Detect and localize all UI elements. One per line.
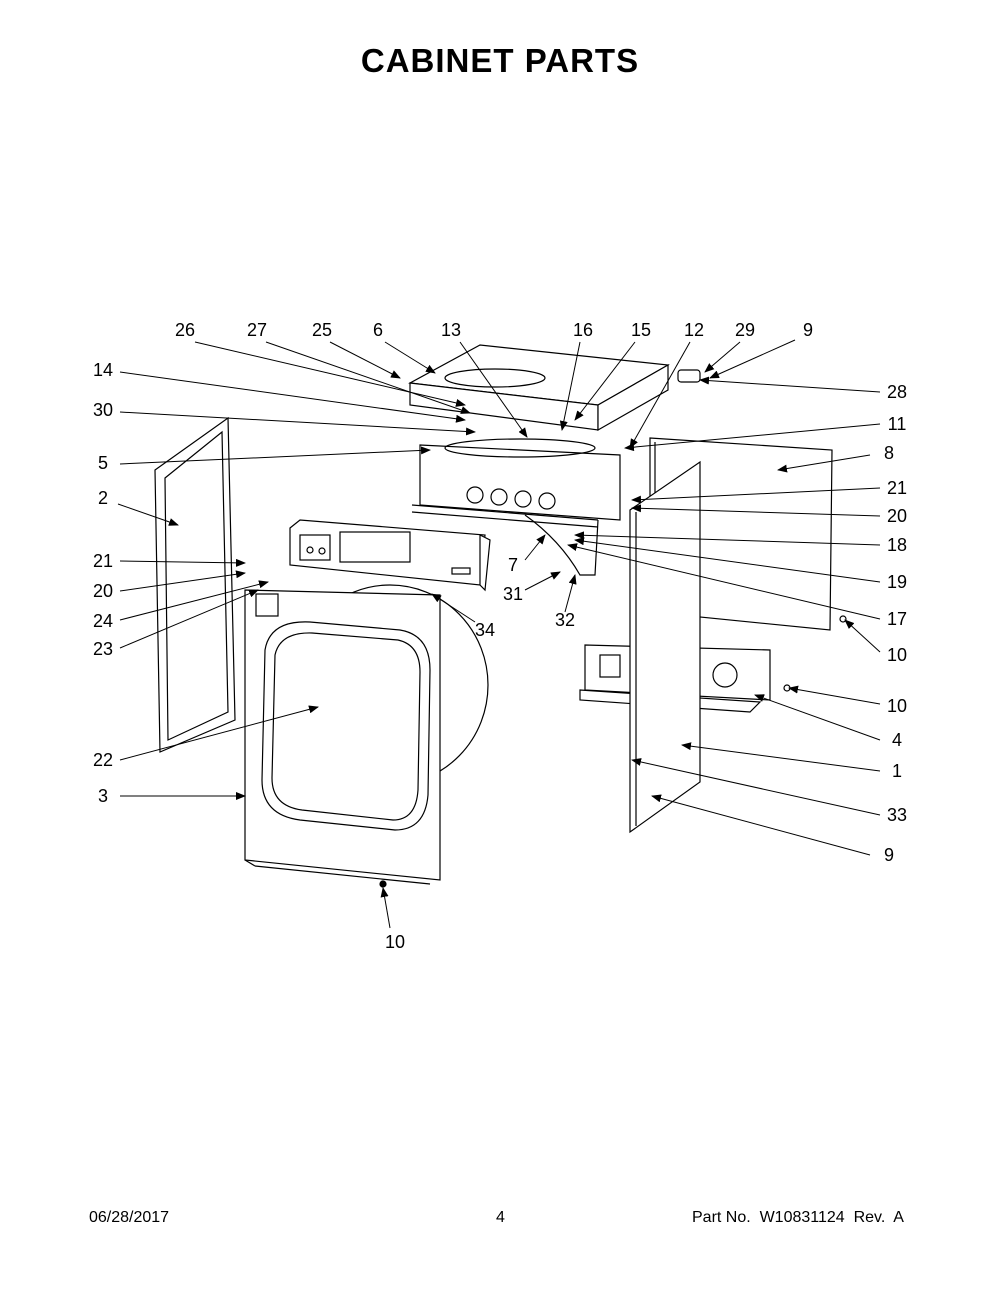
side-panel-drawing (629, 460, 701, 834)
callout-label-3: 3 (98, 786, 108, 806)
callout-label-27: 27 (247, 320, 267, 340)
callout-leader-line (631, 758, 881, 816)
callout-leader-line (704, 341, 741, 373)
callout-leader-line (119, 580, 269, 621)
callout-label-7: 7 (508, 555, 518, 575)
callout-label-14: 14 (93, 360, 113, 380)
callout-leader-line (651, 794, 871, 856)
callout-leader-line (431, 593, 476, 623)
callout-label-23: 23 (93, 639, 113, 659)
callout-leader-line (119, 705, 319, 761)
callout-label-13: 13 (441, 320, 461, 340)
callout-leader-line (777, 454, 871, 473)
callout-leader-line (754, 694, 881, 741)
callout-label-11: 11 (888, 414, 907, 434)
callout-label-26: 26 (175, 320, 195, 340)
callout-leader-line (119, 411, 476, 436)
callout-label-6: 6 (373, 320, 383, 340)
callout-label-8: 8 (884, 443, 894, 463)
part-drawings (154, 344, 847, 888)
callout-leader-line (631, 504, 881, 517)
callout-leader-line (119, 570, 246, 592)
control-panel-drawing (289, 519, 491, 592)
callout-leader-line (119, 446, 431, 465)
footer-part-number: Part No. W10831124 Rev. A (692, 1209, 904, 1226)
bracket-28-drawing (677, 369, 701, 383)
top-panel-drawing (408, 344, 670, 432)
callout-leader-line (574, 341, 636, 421)
callout-label-32: 32 (555, 610, 575, 630)
callout-label-18: 18 (887, 535, 907, 555)
callout-leader-line (681, 742, 881, 772)
screw-drawing (839, 615, 847, 623)
callout-leader-line (117, 503, 179, 526)
callout-label-24: 24 (93, 611, 113, 631)
callout-label-28: 28 (887, 382, 907, 402)
callout-leader-line (119, 558, 246, 567)
callout-leader-line (524, 571, 561, 591)
callout-label-16: 16 (573, 320, 593, 340)
callout-leader-line (844, 619, 881, 653)
callout-label-20: 20 (93, 581, 113, 601)
callout-label-19: 19 (887, 572, 907, 592)
callout-label-2: 2 (98, 488, 108, 508)
callout-leader-line (629, 341, 691, 449)
callout-label-20: 20 (887, 506, 907, 526)
callout-label-12: 12 (684, 320, 704, 340)
callout-label-10: 10 (385, 932, 405, 952)
callout-label-21: 21 (93, 551, 113, 571)
callout-label-22: 22 (93, 750, 113, 770)
callout-leader-line (524, 534, 546, 561)
screw-drawing (379, 880, 387, 888)
callout-leader-line (119, 371, 466, 423)
callout-leader-line (574, 531, 881, 546)
callout-label-15: 15 (631, 320, 651, 340)
callout-label-34: 34 (475, 620, 495, 640)
callout-leader-line (384, 341, 436, 374)
footer-page-number: 4 (496, 1209, 505, 1226)
front-bulkhead-drawing (411, 438, 621, 576)
callout-leader-line (699, 376, 881, 393)
page-title: CABINET PARTS (360, 42, 640, 79)
callout-leader-line (564, 574, 577, 613)
callout-leader-line (567, 543, 881, 620)
callout-label-25: 25 (312, 320, 332, 340)
callout-label-17: 17 (887, 609, 907, 629)
callout-label-9: 9 (803, 320, 813, 340)
callout-label-5: 5 (98, 453, 108, 473)
callout-leader-line (559, 341, 581, 431)
callout-label-33: 33 (887, 805, 907, 825)
front-panel-drawing (244, 589, 441, 885)
callout-leader-line (194, 341, 466, 407)
callout-leader-line (329, 341, 401, 379)
callout-label-21: 21 (887, 478, 907, 498)
callout-label-9: 9 (884, 845, 894, 865)
callout-leader-line (788, 685, 881, 705)
callout-leader-line (631, 487, 881, 504)
callout-leader-line (624, 423, 881, 452)
callout-leader-line (380, 887, 391, 929)
callout-leader-line (574, 537, 881, 583)
callout-label-30: 30 (93, 400, 113, 420)
callout-label-1: 1 (892, 761, 902, 781)
callout-label-4: 4 (892, 730, 902, 750)
callout-leader-line (265, 341, 471, 414)
callout-leader-line (459, 341, 528, 438)
footer-date: 06/28/2017 (89, 1209, 170, 1226)
callout-label-10: 10 (887, 696, 907, 716)
callout-leader-line (119, 589, 259, 649)
callout-label-10: 10 (887, 645, 907, 665)
left-door-frame-drawing (154, 416, 236, 753)
callout-label-29: 29 (735, 320, 755, 340)
callout-leader-line (709, 339, 796, 379)
callout-label-31: 31 (503, 584, 523, 604)
